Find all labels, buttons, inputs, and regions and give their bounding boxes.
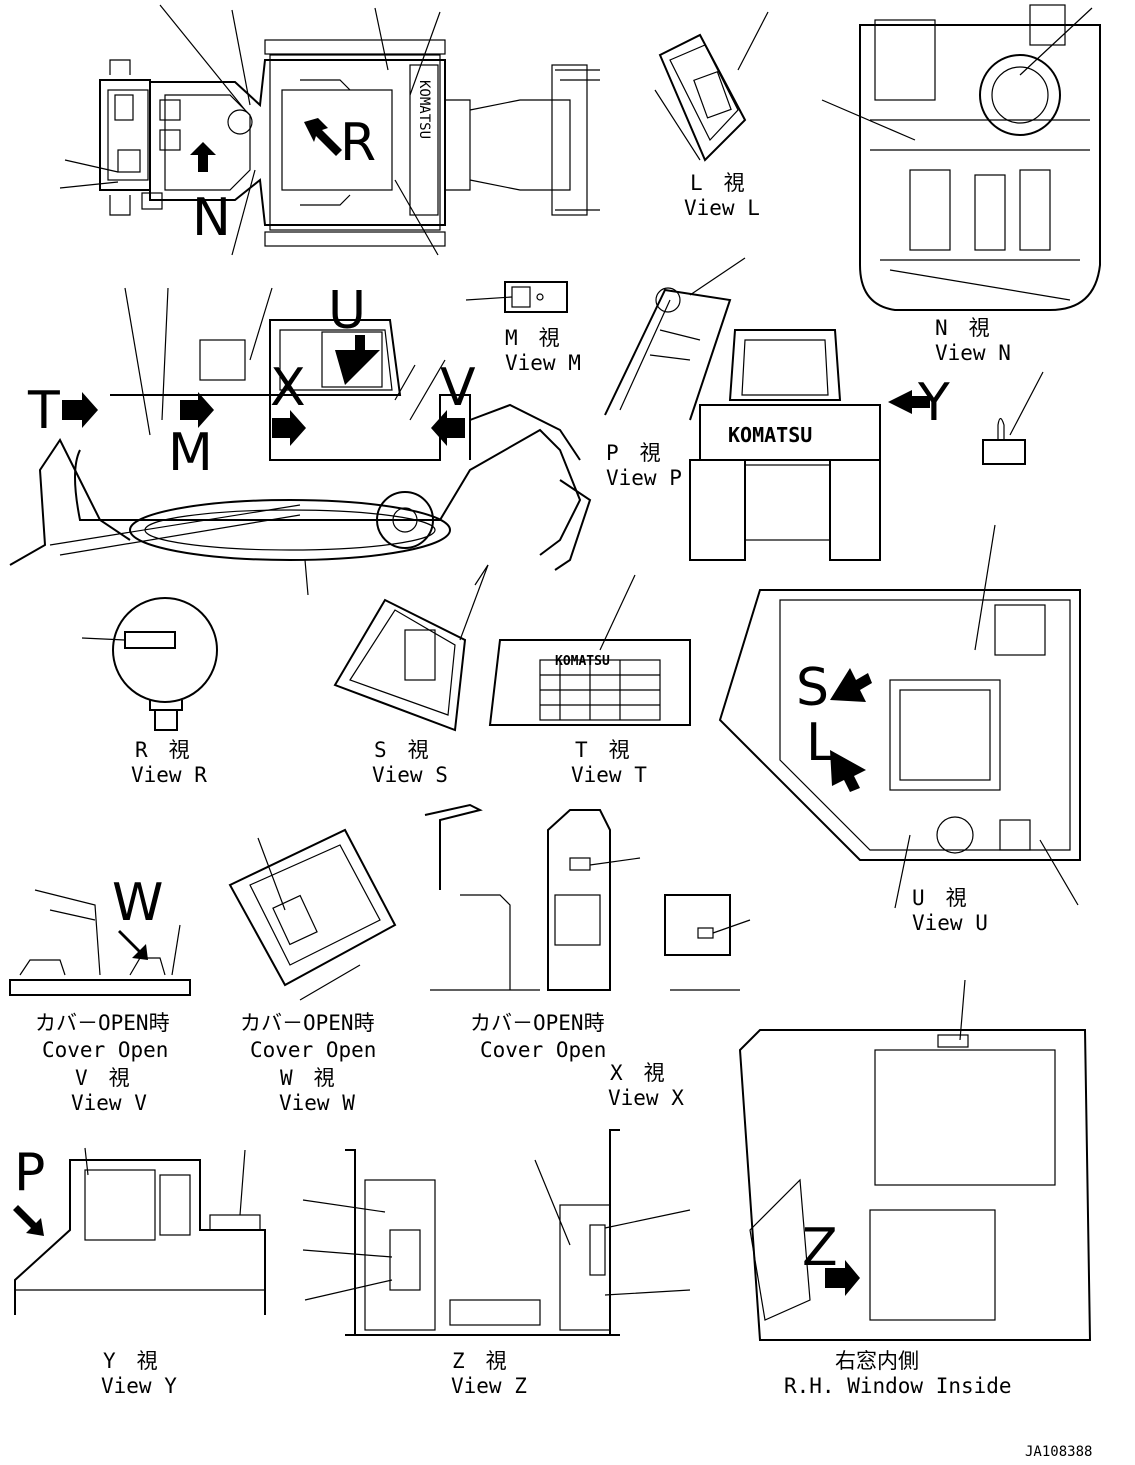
view-l-jp: L 視 [690, 171, 745, 195]
view-v-note-en: Cover Open [42, 1038, 168, 1062]
view-n-jp: N 視 [935, 316, 990, 340]
view-m-en: View M [505, 351, 581, 375]
small-label-drawing [982, 371, 1044, 465]
view-v-note-jp: カバ－OPEN時 [35, 1011, 170, 1035]
komatsu-top-logo: KOMATSU [416, 80, 432, 139]
view-p-en: View P [606, 466, 682, 490]
view-t-en: View T [571, 763, 647, 787]
rh-window-inside-drawing: Z 右窓内側 R.H. Window Inside [738, 979, 1092, 1398]
marker-t: T [27, 381, 60, 441]
komatsu-rear-logo: KOMATSU [728, 423, 812, 447]
view-p-drawing: P 視 View P [604, 257, 746, 490]
marker-v: V [440, 358, 476, 418]
view-z-en: View Z [451, 1374, 527, 1398]
view-z-drawing: Z 視 View Z [302, 1129, 691, 1398]
marker-l: L [806, 713, 835, 773]
view-s-drawing: S 視 View S [333, 564, 489, 787]
view-w-note-jp: カバ－OPEN時 [240, 1011, 375, 1035]
marker-u: U [328, 281, 366, 341]
marker-n: N [192, 188, 231, 248]
view-w-en: View W [279, 1091, 355, 1115]
view-x-en: View X [608, 1086, 684, 1110]
view-n-drawing: N 視 View N [821, 4, 1101, 365]
view-v-en: View V [71, 1091, 147, 1115]
rear-view-drawing: KOMATSU Y [689, 329, 950, 561]
view-u-drawing: S L U 視 View U [718, 524, 1081, 935]
komatsu-view-t-logo: KOMATSU [555, 654, 610, 669]
view-x-drawing: カバ－OPEN時 Cover Open X 視 View X [424, 803, 751, 1110]
view-x-note-en: Cover Open [480, 1038, 606, 1062]
view-r-drawing: R 視 View R [81, 597, 218, 787]
view-y-jp: Y 視 [103, 1349, 158, 1373]
view-p-jp: P 視 [606, 441, 661, 465]
view-x-note-jp: カバ－OPEN時 [470, 1011, 605, 1035]
marker-w: W [112, 873, 163, 933]
view-u-en: View U [912, 911, 988, 935]
view-v-jp: V 視 [75, 1066, 130, 1090]
marker-x: X [270, 358, 306, 418]
rh-window-en: R.H. Window Inside [784, 1374, 1012, 1398]
view-u-jp: U 視 [912, 886, 967, 910]
marker-m: M [168, 423, 213, 483]
view-l-drawing: L 視 View L [654, 11, 769, 220]
view-m-drawing: M 視 View M [465, 281, 581, 375]
view-m-jp: M 視 [505, 326, 560, 350]
view-r-jp: R 視 [135, 738, 190, 762]
view-l-en: View L [684, 196, 760, 220]
view-t-jp: T 視 [575, 738, 630, 762]
drawing-number: JA108388 [1025, 1444, 1092, 1460]
view-w-drawing: カバ－OPEN時 Cover Open W 視 View W [228, 828, 397, 1115]
marker-r: R [340, 113, 376, 173]
side-view-drawing: T M X U V [9, 281, 592, 596]
view-y-drawing: P Y 視 View Y [13, 1143, 266, 1398]
marker-z: Z [802, 1218, 838, 1278]
view-w-note-en: Cover Open [250, 1038, 376, 1062]
rh-window-jp: 右窓内側 [835, 1349, 919, 1373]
view-r-en: View R [131, 763, 207, 787]
view-w-jp: W 視 [280, 1066, 335, 1090]
top-view-drawing: KOMATSU R N [59, 4, 600, 256]
marker-y: Y [917, 373, 950, 433]
view-s-jp: S 視 [374, 738, 429, 762]
view-v-drawing: W カバ－OPEN時 Cover Open V 視 View V [9, 873, 191, 1115]
view-n-en: View N [935, 341, 1011, 365]
marker-s: S [796, 658, 829, 718]
view-t-drawing: KOMATSU T 視 View T [488, 574, 691, 787]
marker-p: P [14, 1143, 45, 1203]
view-y-en: View Y [101, 1374, 177, 1398]
view-z-jp: Z 視 [452, 1349, 507, 1373]
view-x-jp: X 視 [610, 1061, 665, 1085]
view-s-en: View S [372, 763, 448, 787]
